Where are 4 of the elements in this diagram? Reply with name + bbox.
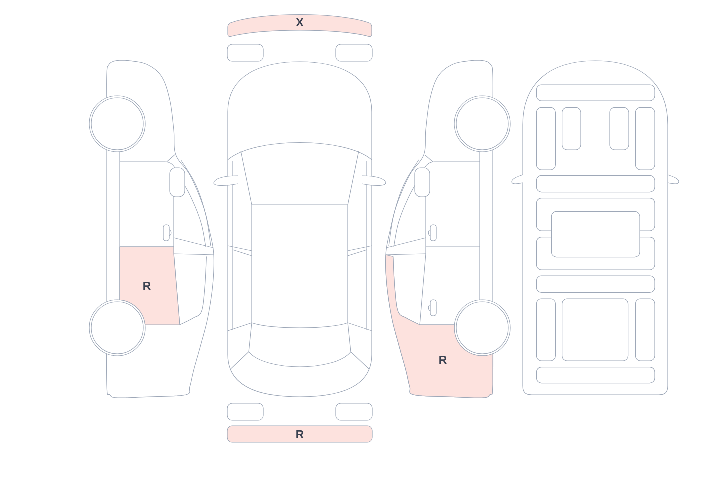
highlighted-panel: R [120, 246, 180, 326]
highlighted-panel: R [386, 254, 494, 398]
highlighted-bumper: R [227, 426, 373, 443]
highlighted-bumper: X [228, 14, 372, 38]
